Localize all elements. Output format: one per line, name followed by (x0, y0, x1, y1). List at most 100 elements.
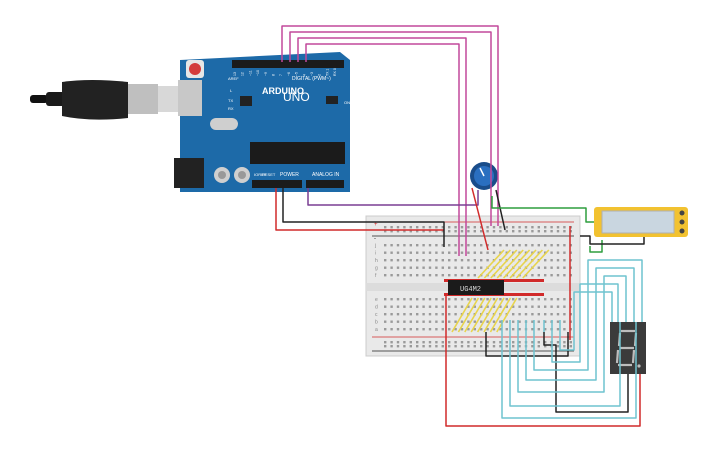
breadboard-hole[interactable] (499, 226, 502, 229)
breadboard-hole[interactable] (499, 320, 502, 323)
breadboard-hole[interactable] (473, 298, 476, 301)
breadboard-hole[interactable] (486, 298, 489, 301)
breadboard-hole[interactable] (403, 244, 406, 247)
breadboard-hole[interactable] (403, 345, 406, 348)
breadboard-hole[interactable] (531, 328, 534, 331)
breadboard-hole[interactable] (550, 259, 553, 262)
breadboard-hole[interactable] (409, 274, 412, 277)
breadboard-hole[interactable] (550, 298, 553, 301)
breadboard-hole[interactable] (499, 230, 502, 233)
breadboard-hole[interactable] (409, 230, 412, 233)
usb-cable[interactable] (30, 80, 180, 120)
breadboard-hole[interactable] (396, 244, 400, 247)
breadboard-hole[interactable] (448, 244, 451, 247)
seven-segment-display[interactable] (610, 322, 646, 374)
breadboard-hole[interactable] (556, 274, 560, 277)
breadboard-hole[interactable] (422, 244, 425, 247)
breadboard-hole[interactable] (409, 251, 412, 254)
breadboard-hole[interactable] (467, 251, 470, 254)
breadboard-hole[interactable] (505, 345, 508, 348)
breadboard-hole[interactable] (390, 341, 393, 344)
breadboard-hole[interactable] (409, 345, 412, 348)
breadboard-hole[interactable] (448, 305, 451, 308)
breadboard-hole[interactable] (441, 320, 444, 323)
breadboard-hole[interactable] (384, 345, 387, 348)
breadboard-hole[interactable] (550, 274, 553, 277)
breadboard-hole[interactable] (396, 341, 400, 344)
breadboard-hole[interactable] (448, 320, 451, 323)
breadboard-hole[interactable] (569, 305, 572, 308)
breadboard-hole[interactable] (403, 328, 406, 331)
breadboard-hole[interactable] (435, 251, 438, 254)
breadboard-hole[interactable] (460, 305, 464, 308)
breadboard-hole[interactable] (467, 328, 470, 331)
breadboard-hole[interactable] (480, 341, 483, 344)
wire[interactable] (445, 296, 641, 427)
breadboard-hole[interactable] (544, 328, 547, 331)
breadboard-hole[interactable] (569, 328, 572, 331)
breadboard-hole[interactable] (492, 298, 496, 301)
breadboard-hole[interactable] (467, 298, 470, 301)
breadboard-hole[interactable] (460, 320, 464, 323)
breadboard-hole[interactable] (428, 328, 432, 331)
yellow-jumper[interactable] (496, 249, 524, 279)
breadboard-hole[interactable] (435, 328, 438, 331)
breadboard-hole[interactable] (409, 298, 412, 301)
breadboard-hole[interactable] (409, 259, 412, 262)
wire[interactable] (509, 320, 621, 407)
breadboard-hole[interactable] (544, 251, 547, 254)
breadboard-hole[interactable] (531, 226, 534, 229)
breadboard-hole[interactable] (441, 259, 444, 262)
breadboard-hole[interactable] (505, 226, 508, 229)
breadboard-hole[interactable] (390, 266, 393, 269)
breadboard-hole[interactable] (384, 298, 387, 301)
breadboard-hole[interactable] (563, 345, 566, 348)
breadboard-hole[interactable] (396, 320, 400, 323)
wire[interactable] (282, 188, 445, 247)
breadboard-hole[interactable] (499, 328, 502, 331)
breadboard-hole[interactable] (384, 230, 387, 233)
breadboard-hole[interactable] (512, 251, 515, 254)
breadboard-hole[interactable] (422, 226, 425, 229)
breadboard-hole[interactable] (473, 259, 476, 262)
wire[interactable] (495, 189, 506, 231)
breadboard-hole[interactable] (422, 251, 425, 254)
breadboard-hole[interactable] (454, 313, 457, 316)
breadboard-hole[interactable] (428, 274, 432, 277)
breadboard-hole[interactable] (428, 244, 432, 247)
breadboard-hole[interactable] (454, 244, 457, 247)
breadboard-hole[interactable] (518, 345, 521, 348)
breadboard-hole[interactable] (512, 230, 515, 233)
breadboard-hole[interactable] (512, 298, 515, 301)
breadboard-hole[interactable] (537, 313, 540, 316)
breadboard-hole[interactable] (409, 313, 412, 316)
ic-chip[interactable]: UG4M2 (444, 279, 544, 296)
breadboard-hole[interactable] (384, 266, 387, 269)
breadboard-hole[interactable] (569, 259, 572, 262)
breadboard-hole[interactable] (409, 341, 412, 344)
breadboard-hole[interactable] (454, 341, 457, 344)
wire[interactable] (297, 37, 467, 256)
yellow-jumper[interactable] (515, 249, 543, 279)
breadboard-hole[interactable] (492, 320, 496, 323)
wire[interactable] (559, 291, 613, 351)
breadboard-hole[interactable] (460, 328, 464, 331)
breadboard-hole[interactable] (544, 274, 547, 277)
wire[interactable] (281, 25, 499, 226)
breadboard-hole[interactable] (467, 226, 470, 229)
breadboard-hole[interactable] (556, 259, 560, 262)
breadboard-hole[interactable] (454, 345, 457, 348)
yellow-jumper-wires[interactable] (451, 249, 550, 333)
breadboard-hole[interactable] (390, 226, 393, 229)
breadboard-hole[interactable] (569, 230, 572, 233)
breadboard-hole[interactable] (422, 259, 425, 262)
breadboard-hole[interactable] (486, 345, 489, 348)
breadboard-hole[interactable] (460, 251, 464, 254)
breadboard-hole[interactable] (403, 230, 406, 233)
breadboard-hole[interactable] (563, 313, 566, 316)
breadboard-hole[interactable] (531, 320, 534, 323)
breadboard-hole[interactable] (467, 320, 470, 323)
breadboard-hole[interactable] (435, 345, 438, 348)
breadboard-hole[interactable] (499, 244, 502, 247)
breadboard-hole[interactable] (396, 298, 400, 301)
